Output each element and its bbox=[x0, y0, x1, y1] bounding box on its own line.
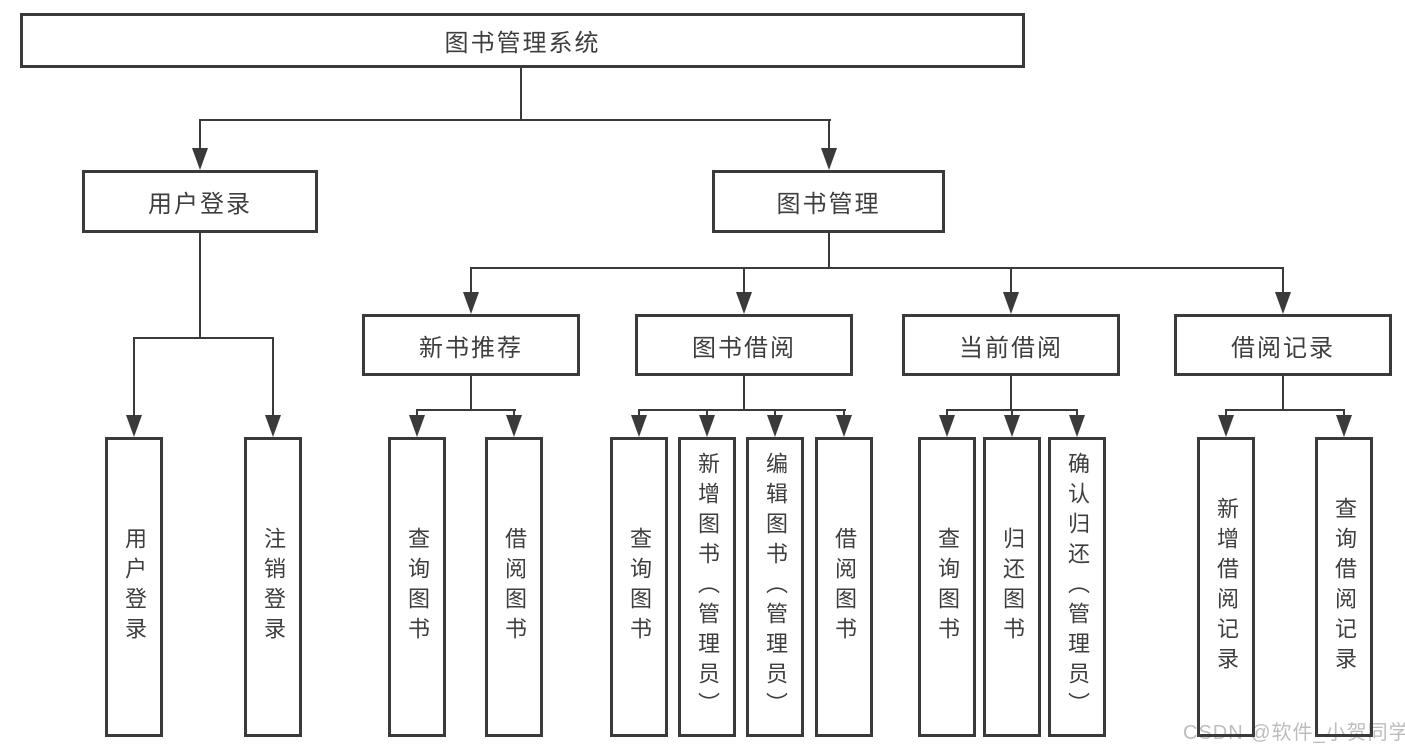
arrow-down-icon bbox=[1003, 292, 1019, 314]
arrow-down-icon bbox=[939, 415, 955, 437]
connector-to-book-borrow bbox=[743, 267, 745, 294]
node-book-management: 图书管理 bbox=[712, 170, 945, 233]
node-borrowing-records: 借阅记录 bbox=[1174, 314, 1392, 376]
node-library-management-system: 图书管理系统 bbox=[20, 13, 1025, 68]
arrow-down-icon bbox=[736, 292, 752, 314]
arrow-down-icon bbox=[1218, 415, 1234, 437]
connector-to-new-book bbox=[470, 267, 472, 294]
connector-to-user-login bbox=[199, 119, 201, 150]
arrow-down-icon bbox=[836, 415, 852, 437]
node-leaf-add-books-admin: 新增图书（管理员） bbox=[678, 437, 736, 737]
node-leaf-confirm-return-admin: 确认归还（管理员） bbox=[1048, 437, 1106, 737]
arrow-down-icon bbox=[1275, 292, 1291, 314]
connector-leaf bbox=[1011, 409, 1013, 417]
connector-book-management-stub bbox=[828, 233, 830, 269]
connector-leaf bbox=[1225, 409, 1227, 417]
node-leaf-query-borrow-record: 查询借阅记录 bbox=[1315, 437, 1373, 737]
node-leaf-return-books: 归还图书 bbox=[983, 437, 1041, 737]
node-leaf-query-books-current: 查询图书 bbox=[918, 437, 976, 737]
arrow-down-icon bbox=[1336, 415, 1352, 437]
connector-level3-split bbox=[470, 267, 1284, 269]
arrow-down-icon bbox=[192, 148, 208, 170]
connector-leaf bbox=[774, 409, 776, 417]
connector-book-borrow-split bbox=[638, 409, 846, 411]
arrow-down-icon bbox=[1069, 415, 1085, 437]
connector-new-book-split bbox=[416, 409, 516, 411]
node-user-login: 用户登录 bbox=[82, 170, 318, 233]
node-leaf-logout: 注销登录 bbox=[244, 437, 302, 737]
connector-to-borrow-records bbox=[1282, 267, 1284, 294]
arrow-down-icon bbox=[463, 292, 479, 314]
connector-borrow-records-split bbox=[1225, 409, 1345, 411]
connector-level2-split bbox=[199, 119, 831, 121]
connector-leaf bbox=[706, 409, 708, 417]
connector-leaf bbox=[946, 409, 948, 417]
node-book-borrowing: 图书借阅 bbox=[635, 314, 853, 376]
connector-new-book-stub bbox=[470, 376, 472, 410]
connector-current-borrow-stub bbox=[1010, 376, 1012, 410]
node-leaf-add-borrow-record: 新增借阅记录 bbox=[1197, 437, 1255, 737]
node-current-borrowing: 当前借阅 bbox=[902, 314, 1120, 376]
connector-leaf bbox=[1343, 409, 1345, 417]
node-new-book-recommendation: 新书推荐 bbox=[362, 314, 580, 376]
connector-book-borrow-stub bbox=[743, 376, 745, 410]
arrow-down-icon bbox=[821, 148, 837, 170]
connector-to-book-management bbox=[828, 119, 830, 150]
arrow-down-icon bbox=[699, 415, 715, 437]
node-leaf-edit-books-admin: 编辑图书（管理员） bbox=[746, 437, 804, 737]
arrow-down-icon bbox=[1004, 415, 1020, 437]
connector-user-login-split bbox=[133, 337, 274, 339]
connector-leaf bbox=[638, 409, 640, 417]
node-leaf-query-books-borrow: 查询图书 bbox=[610, 437, 668, 737]
arrow-down-icon bbox=[126, 415, 142, 437]
node-leaf-user-login: 用户登录 bbox=[105, 437, 163, 737]
connector-to-logout-leaf bbox=[272, 337, 274, 417]
connector-leaf bbox=[1076, 409, 1078, 417]
arrow-down-icon bbox=[409, 415, 425, 437]
connector-leaf bbox=[843, 409, 845, 417]
connector-leaf bbox=[513, 409, 515, 417]
node-leaf-query-books-recommend: 查询图书 bbox=[388, 437, 446, 737]
arrow-down-icon bbox=[767, 415, 783, 437]
connector-to-user-login-leaf bbox=[133, 337, 135, 417]
connector-user-login-stub bbox=[199, 233, 201, 338]
arrow-down-icon bbox=[631, 415, 647, 437]
connector-root-trunk bbox=[520, 68, 522, 120]
arrow-down-icon bbox=[265, 415, 281, 437]
node-leaf-borrow-books-recommend: 借阅图书 bbox=[485, 437, 543, 737]
node-leaf-borrow-books: 借阅图书 bbox=[815, 437, 873, 737]
connector-borrow-records-stub bbox=[1282, 376, 1284, 410]
csdn-watermark: CSDN @软件_小贺同学 bbox=[1183, 722, 1405, 744]
arrow-down-icon bbox=[506, 415, 522, 437]
connector-to-current-borrow bbox=[1010, 267, 1012, 294]
connector-leaf bbox=[416, 409, 418, 417]
